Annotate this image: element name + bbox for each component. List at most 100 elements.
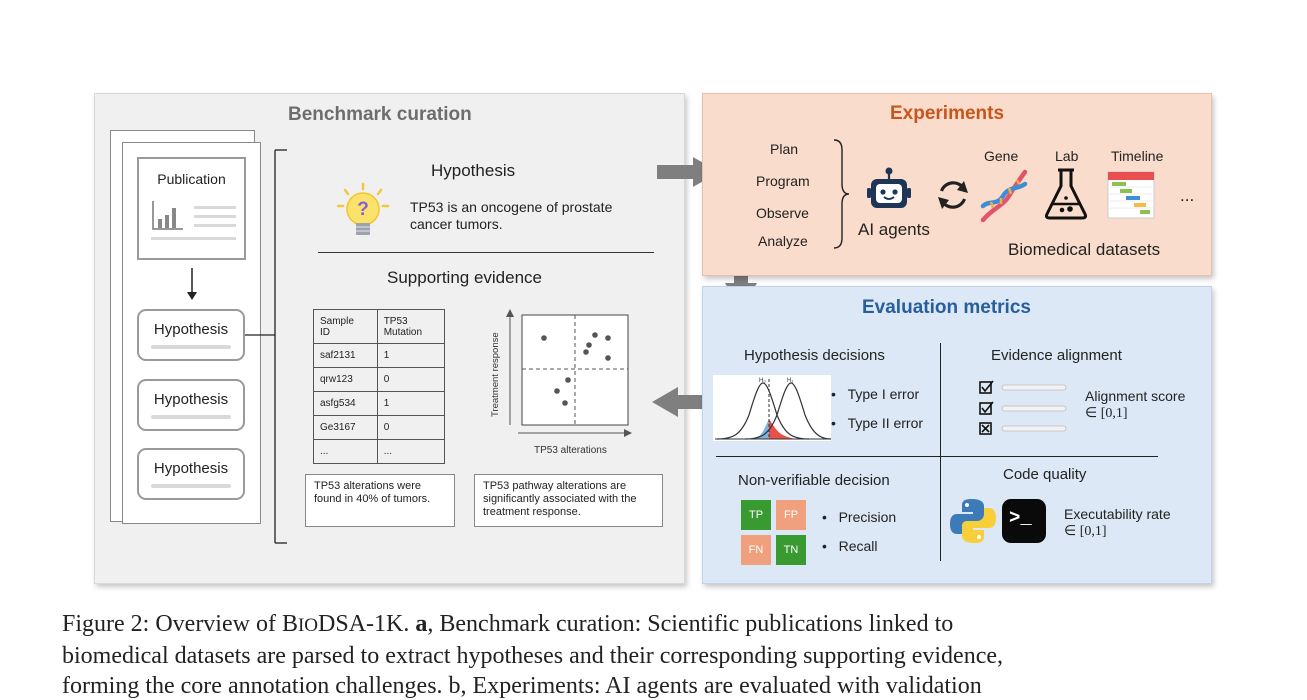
table-row: ...... <box>313 439 446 464</box>
table-cell: Ge3167 <box>313 415 378 440</box>
alignment-score-label: Alignment score <box>1085 388 1186 404</box>
figure-caption-line-1: Figure 2: Overview of BIODSA-1K. a, Benc… <box>62 611 953 638</box>
evidence-note: TP53 pathway alterations are significant… <box>474 474 663 527</box>
hypothesis-box: Hypothesis <box>137 309 245 361</box>
bracket-connector <box>245 149 287 544</box>
confusion-cell-tp: TP <box>741 500 771 530</box>
dataset-label: Lab <box>1055 148 1079 164</box>
table-cell: qrw123 <box>313 367 378 392</box>
executability-rate-label: Executability rate <box>1064 506 1171 522</box>
cycle-icon <box>938 181 968 209</box>
recall-label: Recall <box>838 538 878 554</box>
scatter-point <box>605 335 611 341</box>
evidence-note: TP53 alterations were found in 40% of tu… <box>305 474 455 527</box>
step-label: Observe <box>756 205 809 221</box>
non-verifiable-title: Non-verifiable decision <box>738 472 890 489</box>
scatter-point <box>565 377 571 383</box>
scatter-y-label: Treatment response <box>490 332 501 417</box>
text-line <box>151 415 231 419</box>
scatter-point <box>592 332 598 338</box>
text-line <box>194 224 236 227</box>
distribution-plot: H₀ H₁ <box>713 375 831 441</box>
caption-prefix: Figure 2: Overview of <box>62 611 282 637</box>
bullet-type-ii: • Type II error <box>831 415 924 431</box>
curve-label: H₀ <box>759 378 766 384</box>
code-quality-title: Code quality <box>1003 466 1087 483</box>
text-line <box>151 345 231 349</box>
hypothesis-label: Hypothesis <box>153 391 229 408</box>
caption-name-b: B <box>281 611 298 637</box>
scatter-x-label: TP53 alterations <box>534 445 607 456</box>
table-cell: 0 <box>376 367 446 392</box>
bullet-precision: • Precision <box>822 509 897 525</box>
table-header-line: ID <box>320 326 330 338</box>
experiments-title: Experiments <box>890 103 1005 124</box>
figure-caption-line-2: biomedical datasets are parsed to extrac… <box>62 643 1004 669</box>
hypothesis-box: Hypothesis <box>137 448 245 500</box>
hypothesis-label: Hypothesis <box>153 321 229 338</box>
table-cell: 1 <box>376 391 446 416</box>
hypothesis-text-line-2: cancer tumors. <box>410 216 503 232</box>
caption-name-rest: DSA-1K. <box>318 611 416 637</box>
dna-icon <box>980 169 1028 223</box>
step-label: Analyze <box>758 233 808 249</box>
hypothesis-label: Hypothesis <box>153 460 229 477</box>
terminal-prompt-symbol: >_ <box>1009 507 1032 529</box>
section-divider <box>318 252 654 253</box>
svg-text:?: ? <box>357 199 369 220</box>
hypothesis-heading: Hypothesis <box>431 161 516 180</box>
bullet-type-i: • Type I error <box>831 386 920 402</box>
table-header-line: Sample <box>320 315 354 327</box>
terminal-icon: >_ <box>1002 499 1046 543</box>
timeline-icon <box>1107 171 1155 219</box>
table-header-line: Mutation <box>383 326 423 338</box>
scatter-point <box>562 400 568 406</box>
caption-suffix: , Benchmark curation: Scientific publica… <box>427 611 954 637</box>
table-cell: 0 <box>376 415 446 440</box>
step-label: Plan <box>770 141 799 157</box>
caption-name-io: IO <box>297 615 319 636</box>
more-datasets-ellipsis: ... <box>1180 186 1195 205</box>
quadrant-divider-horizontal <box>716 456 1158 457</box>
figure-caption-line-3: forming the core annotation challenges. … <box>62 673 982 699</box>
lightbulb-icon: ? <box>336 182 390 235</box>
python-logo-icon <box>950 499 996 543</box>
table-header: TP53 Mutation <box>376 309 446 344</box>
scatter-plot: Treatment response TP53 alterations <box>490 309 632 456</box>
scatter-point <box>605 355 611 361</box>
checklist-icon <box>979 380 1067 435</box>
supporting-evidence-heading: Supporting evidence <box>387 268 543 287</box>
table-cell: 1 <box>376 343 446 368</box>
evaluation-metrics-title: Evaluation metrics <box>862 297 1031 318</box>
confusion-cell-tn: TN <box>776 535 806 565</box>
type-i-error-label: Type I error <box>847 386 920 402</box>
table-cell: ... <box>313 439 378 464</box>
bar-chart-icon <box>152 201 183 230</box>
step-label: Program <box>756 173 810 189</box>
bullet-recall: • Recall <box>822 538 878 554</box>
text-line <box>151 484 231 488</box>
table-cell: saf2131 <box>313 343 378 368</box>
hypothesis-decisions-title: Hypothesis decisions <box>744 347 885 364</box>
table-header-line: TP53 <box>383 315 408 327</box>
publication-card: Publication <box>137 157 246 260</box>
caption-bold-a: a <box>415 611 428 637</box>
dataset-label: Timeline <box>1111 148 1164 164</box>
confusion-cell-fn: FN <box>741 535 771 565</box>
curve-label: H₁ <box>787 378 793 384</box>
robot-icon <box>867 167 911 208</box>
table-header: Sample ID <box>313 309 378 344</box>
scatter-point <box>541 335 547 341</box>
scatter-point <box>554 388 560 394</box>
confusion-cell-fp: FP <box>776 500 806 530</box>
benchmark-curation-title: Benchmark curation <box>288 104 472 125</box>
publication-label: Publication <box>157 171 226 187</box>
down-arrow-icon <box>187 268 197 300</box>
precision-label: Precision <box>838 509 897 525</box>
quadrant-divider-vertical <box>940 343 941 561</box>
